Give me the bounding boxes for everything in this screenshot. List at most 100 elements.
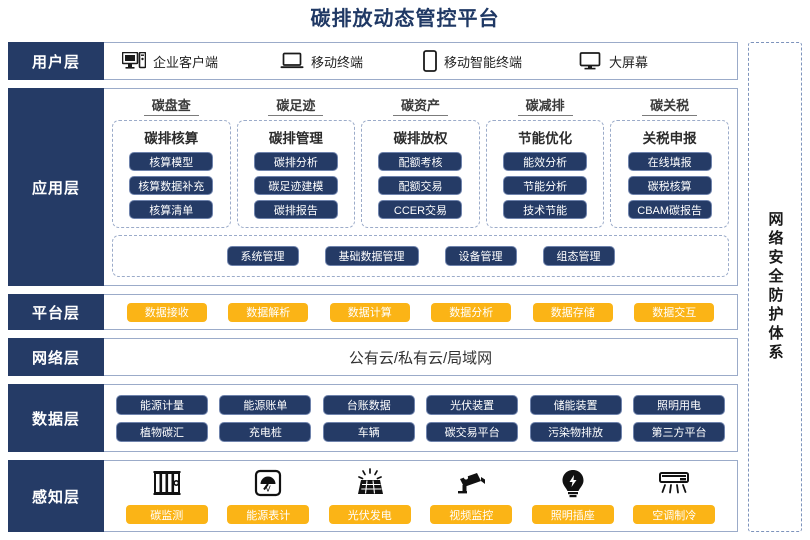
gauge-meter-icon: V (253, 466, 283, 500)
data-item[interactable]: 车辆 (322, 421, 415, 442)
sense-item-energy-meter[interactable]: V 能源表计 (227, 466, 310, 524)
layer-data: 数据层 能源计量 能源账单 台账数据 光伏装置 储能装置 照明用电 植物碳汇 充… (8, 384, 738, 452)
lightbulb-icon (559, 466, 587, 500)
platform-item[interactable]: 数据接收 (126, 302, 207, 322)
app-group-box: 碳排放权 配额考核 配额交易 CCER交易 (361, 120, 480, 228)
data-item[interactable]: 碳交易平台 (426, 421, 519, 442)
app-item[interactable]: 技术节能 (503, 200, 588, 219)
data-item[interactable]: 充电桩 (219, 421, 312, 442)
data-item[interactable]: 植物碳汇 (116, 421, 208, 442)
layer-sense-label: 感知层 (8, 460, 104, 532)
data-item[interactable]: 照明用电 (632, 394, 725, 415)
app-group-box: 碳排核算 核算模型 核算数据补充 核算清单 (112, 120, 231, 228)
app-group-subtitle: 碳排核算 (144, 131, 199, 146)
platform-item[interactable]: 数据交互 (634, 302, 715, 322)
app-mgmt-item[interactable]: 设备管理 (444, 246, 517, 266)
app-group-subtitle: 碳排管理 (268, 131, 323, 146)
layer-user-body: 企业客户端 移动终端 移动智能终端 (104, 42, 738, 80)
sense-item-label: 视频监控 (430, 505, 513, 524)
app-mgmt-item[interactable]: 基础数据管理 (324, 246, 419, 266)
app-item[interactable]: CCER交易 (378, 200, 463, 219)
user-item-label: 企业客户端 (153, 54, 219, 70)
air-conditioner-icon (658, 466, 690, 500)
platform-item[interactable]: 数据解析 (228, 302, 309, 322)
app-item[interactable]: 核算清单 (129, 200, 214, 219)
layer-data-body: 能源计量 能源账单 台账数据 光伏装置 储能装置 照明用电 植物碳汇 充电桩 车… (104, 384, 738, 452)
user-items: 企业客户端 移动终端 移动智能终端 (104, 50, 737, 72)
sense-item-label: 空调制冷 (633, 505, 716, 524)
app-group-carbon-inventory: 碳盘查 碳排核算 核算模型 核算数据补充 核算清单 (112, 95, 231, 228)
app-item[interactable]: 在线填报 (627, 152, 712, 171)
user-item-enterprise-client[interactable]: 企业客户端 (121, 51, 219, 71)
app-item[interactable]: 核算数据补充 (129, 176, 214, 195)
sense-item-air-conditioning[interactable]: 空调制冷 (633, 466, 716, 524)
security-system-column: 网络安全防护体系 (748, 42, 802, 532)
app-mgmt-item[interactable]: 系统管理 (226, 246, 299, 266)
data-item[interactable]: 能源账单 (219, 394, 312, 415)
app-group-title: 碳盘查 (143, 95, 199, 116)
app-group-title: 碳减排 (517, 95, 573, 116)
layer-application-body: 碳盘查 碳排核算 核算模型 核算数据补充 核算清单 碳足迹 碳排管理 碳排分析 … (104, 88, 738, 286)
app-group-carbon-footprint: 碳足迹 碳排管理 碳排分析 碳足迹建模 碳排报告 (236, 95, 356, 228)
app-group-title: 碳资产 (392, 95, 448, 116)
data-item[interactable]: 第三方平台 (632, 421, 725, 442)
user-item-label: 大屏幕 (609, 54, 649, 70)
layer-platform-label: 平台层 (8, 294, 104, 330)
app-item[interactable]: 核算模型 (129, 152, 214, 171)
user-item-mobile-terminal[interactable]: 移动终端 (280, 52, 363, 71)
layer-application: 应用层 碳盘查 碳排核算 核算模型 核算数据补充 核算清单 碳足迹 (8, 88, 738, 286)
app-group-subtitle: 碳排放权 (393, 131, 448, 146)
layer-network-label: 网络层 (8, 338, 104, 376)
platform-item[interactable]: 数据分析 (431, 302, 512, 322)
layer-sense: 感知层 碳监测 V 能源表计 光伏发电 (8, 460, 738, 532)
data-item[interactable]: 光伏装置 (426, 394, 519, 415)
app-item[interactable]: 碳足迹建模 (253, 176, 338, 195)
app-item[interactable]: 节能分析 (503, 176, 588, 195)
sense-item-video-surveillance[interactable]: 视频监控 (430, 466, 513, 524)
app-item[interactable]: 碳排分析 (253, 152, 338, 171)
user-item-large-screen[interactable]: 大屏幕 (578, 52, 648, 71)
layer-user-label: 用户层 (8, 42, 104, 80)
app-group-subtitle: 节能优化 (518, 131, 573, 146)
app-item[interactable]: CBAM碳报告 (627, 200, 712, 219)
app-group-box: 关税申报 在线填报 碳税核算 CBAM碳报告 (610, 120, 729, 228)
layer-network-body: 公有云/私有云/局域网 (104, 338, 738, 376)
layer-sense-body: 碳监测 V 能源表计 光伏发电 视频监控 (104, 460, 738, 532)
user-item-smart-mobile-terminal[interactable]: 移动智能终端 (423, 50, 522, 72)
app-item[interactable]: 碳排报告 (253, 200, 338, 219)
application-groups: 碳盘查 碳排核算 核算模型 核算数据补充 核算清单 碳足迹 碳排管理 碳排分析 … (112, 95, 729, 228)
app-mgmt-item[interactable]: 组态管理 (542, 246, 615, 266)
data-item[interactable]: 储能装置 (529, 394, 622, 415)
app-item[interactable]: 配额交易 (378, 176, 463, 195)
network-text: 公有云/私有云/局域网 (348, 349, 493, 367)
layer-platform-body: 数据接收 数据解析 数据计算 数据分析 数据存储 数据交互 (104, 294, 738, 330)
layer-data-label: 数据层 (8, 384, 104, 452)
sense-item-label: 碳监测 (125, 505, 208, 524)
smartphone-icon (423, 50, 437, 72)
sense-item-solar-power[interactable]: 光伏发电 (328, 466, 411, 524)
data-item[interactable]: 污染物排放 (529, 421, 622, 442)
sense-item-carbon-monitoring[interactable]: 碳监测 (125, 466, 208, 524)
data-item[interactable]: 台账数据 (322, 394, 415, 415)
layer-network: 网络层 公有云/私有云/局域网 (8, 338, 738, 376)
app-item[interactable]: 碳税核算 (627, 176, 712, 195)
security-system-label: 网络安全防护体系 (766, 211, 784, 363)
layer-user: 用户层 企业客户端 移动终端 (8, 42, 738, 80)
platform-item[interactable]: 数据计算 (329, 302, 410, 322)
data-row: 能源计量 能源账单 台账数据 光伏装置 储能装置 照明用电 (116, 394, 725, 415)
app-item[interactable]: 配额考核 (378, 152, 463, 171)
ventilation-grid-icon (152, 466, 182, 500)
sense-item-lighting-socket[interactable]: 照明插座 (531, 466, 614, 524)
data-item[interactable]: 能源计量 (116, 394, 208, 415)
app-item[interactable]: 能效分析 (503, 152, 588, 171)
app-group-subtitle: 关税申报 (642, 131, 697, 146)
layer-application-label: 应用层 (8, 88, 104, 286)
cctv-camera-icon (455, 466, 487, 500)
monitor-icon (578, 52, 602, 70)
app-group-carbon-reduction: 碳减排 节能优化 能效分析 节能分析 技术节能 (485, 95, 605, 228)
sense-item-label: 能源表计 (227, 505, 310, 524)
platform-item[interactable]: 数据存储 (532, 302, 613, 322)
laptop-icon (280, 52, 304, 70)
svg-text:V: V (266, 485, 272, 494)
